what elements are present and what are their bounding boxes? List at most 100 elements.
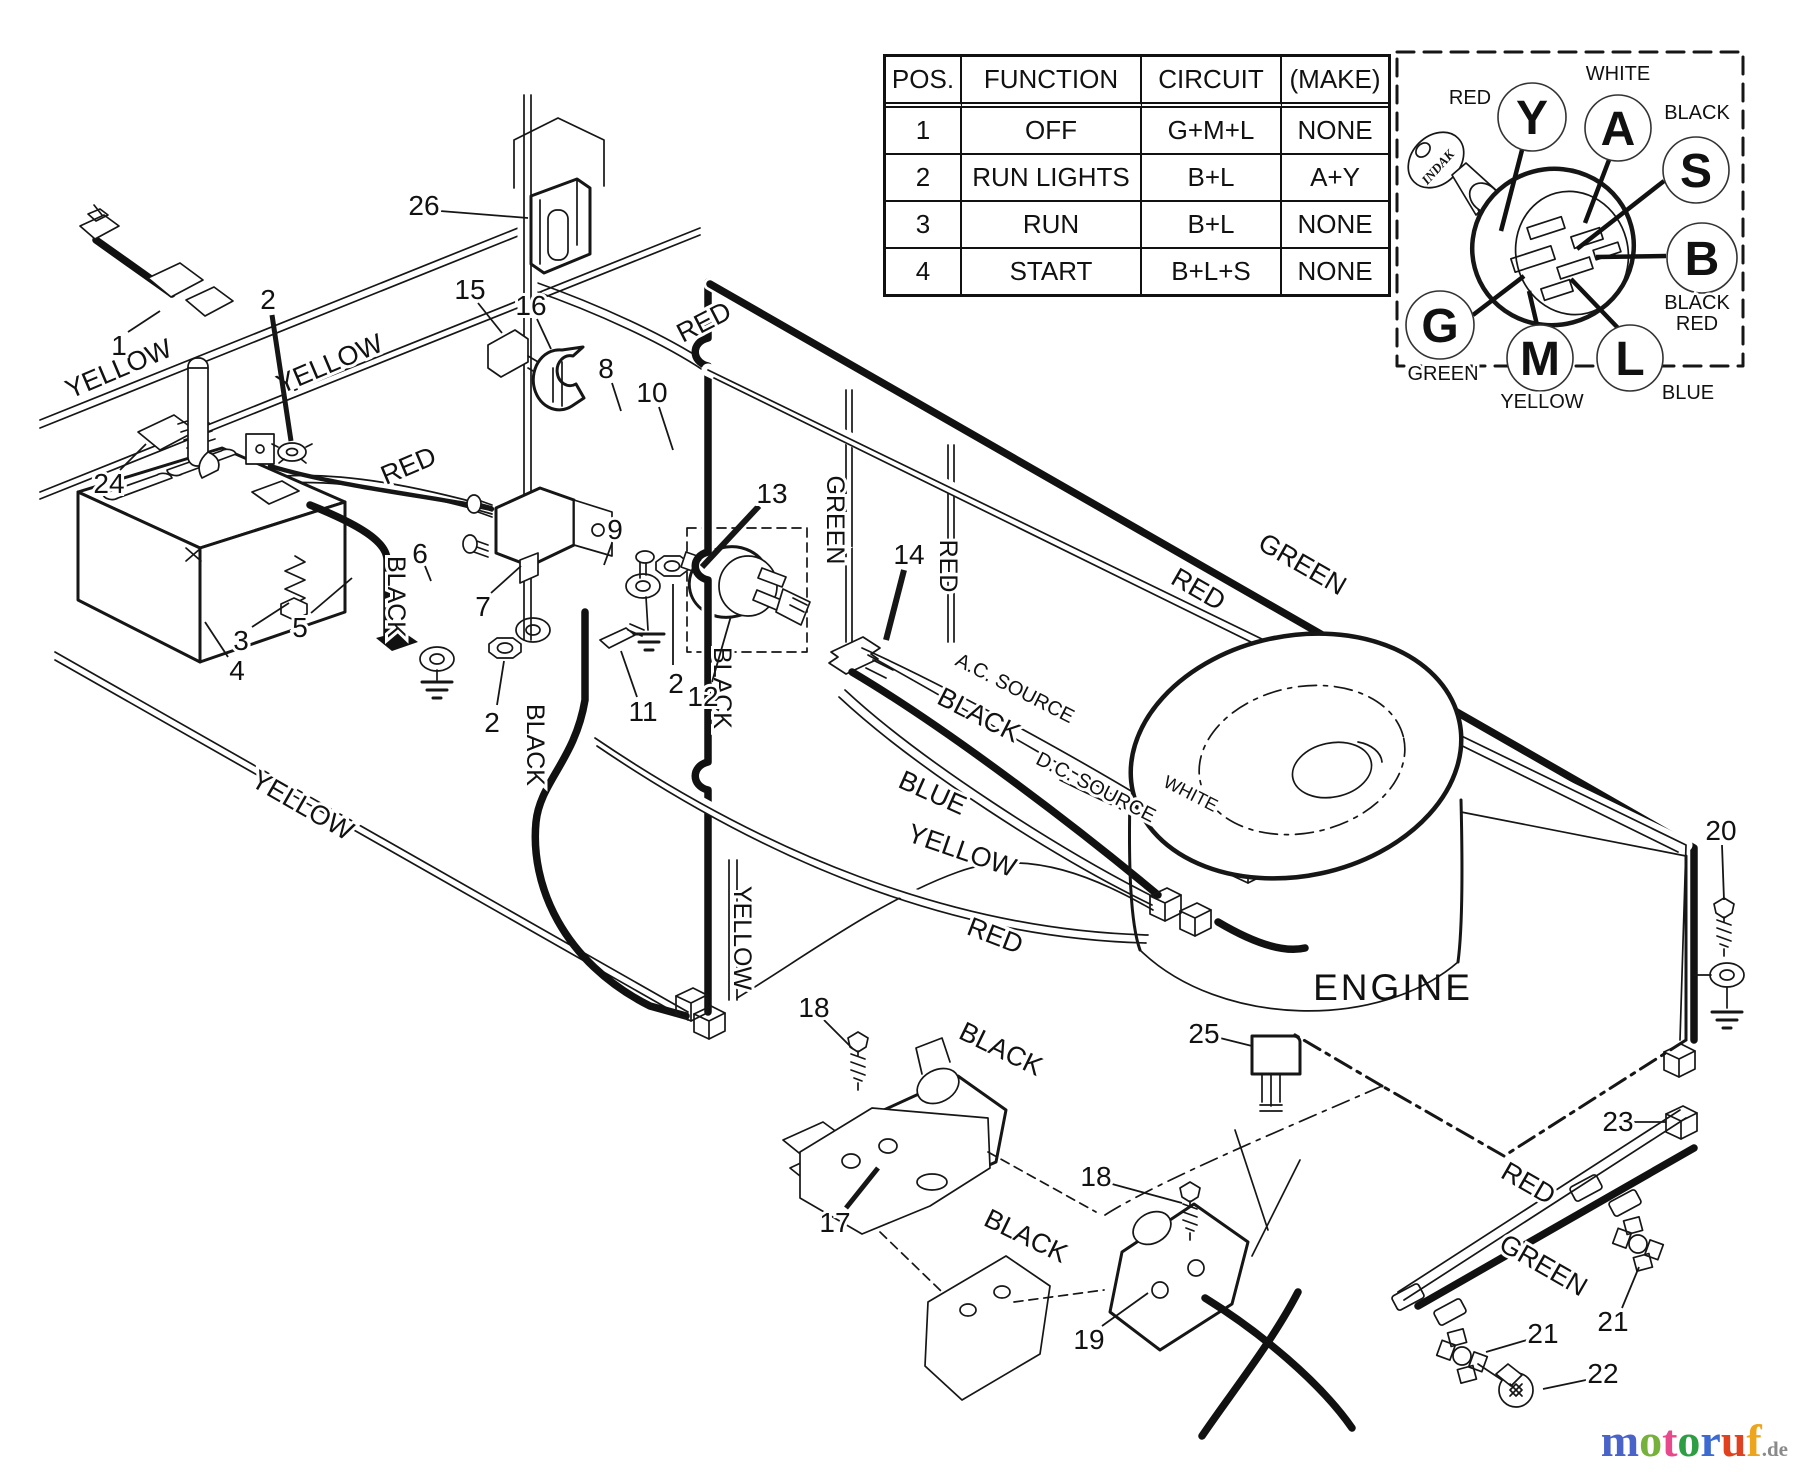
callout-leader xyxy=(823,1019,854,1050)
terminal-leader xyxy=(1498,149,1525,232)
part-number-25: 25 xyxy=(1188,1018,1219,1049)
part-number-9: 9 xyxy=(607,514,623,545)
terminal-circle-B xyxy=(1666,222,1738,294)
terminal-letter-S: S xyxy=(1680,145,1712,198)
callout-leader xyxy=(490,565,522,594)
callout-leader xyxy=(1485,1339,1528,1353)
module-26 xyxy=(513,117,605,275)
terminal-wire-label: GREEN xyxy=(1407,363,1478,385)
terminal-wire-label: BLACK xyxy=(1664,292,1730,314)
callout-leader xyxy=(611,382,622,412)
table-data-cell: B+L xyxy=(1142,155,1282,202)
table-data-cell: START xyxy=(962,249,1142,294)
wire-color-label: GREEN xyxy=(1494,1228,1592,1302)
table-data-cell: OFF xyxy=(962,108,1142,155)
part-number-20: 20 xyxy=(1705,815,1736,846)
part-number-1: 1 xyxy=(111,330,127,361)
wire-color-label: YELLOW xyxy=(272,328,388,400)
terminal-leader xyxy=(1582,159,1612,224)
logo-letter: o xyxy=(1639,1415,1663,1466)
table-data-cell: NONE xyxy=(1282,108,1388,155)
screw-18a xyxy=(847,1031,869,1091)
callout-leader xyxy=(204,621,229,658)
table-data-cell: RUN xyxy=(962,202,1142,249)
table-header-cell: (MAKE) xyxy=(1282,57,1388,108)
part-number-19: 19 xyxy=(1073,1324,1104,1355)
part-number-7: 7 xyxy=(475,591,491,622)
logo-letter: u xyxy=(1720,1415,1747,1466)
callout-leader xyxy=(1101,1292,1149,1327)
wire-color-label: BLACK xyxy=(708,647,736,729)
part-number-2: 2 xyxy=(668,668,684,699)
solenoid-hardware xyxy=(488,550,689,659)
part-number-12: 12 xyxy=(687,681,718,712)
part-number-15: 15 xyxy=(454,274,485,305)
callout-leader xyxy=(1219,1037,1253,1047)
table-data-cell: NONE xyxy=(1282,202,1388,249)
terminal-wire-label: BLUE xyxy=(1662,382,1714,404)
logo-letter: o xyxy=(1677,1415,1701,1466)
logo-suffix: .de xyxy=(1761,1437,1788,1461)
brake-switch-19 xyxy=(1108,1129,1356,1440)
black-cable-lower xyxy=(531,608,690,1020)
wire-color-label: BLACK xyxy=(980,1203,1073,1269)
part-number-4: 4 xyxy=(229,655,245,686)
part-number-26: 26 xyxy=(408,190,439,221)
callout-leader xyxy=(1111,1183,1183,1204)
wire-color-label: BLACK xyxy=(955,1016,1048,1082)
part-number-2: 2 xyxy=(260,284,276,315)
engine-connector-lower-b xyxy=(1179,902,1212,937)
terminal-letter-B: B xyxy=(1685,233,1720,286)
callout-leader xyxy=(119,443,147,471)
part-number-14: 14 xyxy=(893,539,924,570)
ignition-switch-12 xyxy=(680,527,811,653)
wire-color-label: RED xyxy=(376,441,440,491)
terminal-wire-label: RED xyxy=(1676,313,1718,335)
callout-leader xyxy=(496,660,505,706)
wire-color-label: BLACK xyxy=(382,556,410,638)
table-data-cell: 3 xyxy=(886,202,962,249)
callout-leader xyxy=(603,542,613,566)
table-data-cell: A+Y xyxy=(1282,155,1388,202)
part-number-18: 18 xyxy=(798,992,829,1023)
engine-black-jumper xyxy=(1214,918,1309,954)
part-number-21: 21 xyxy=(1597,1306,1628,1337)
terminal-letter-L: L xyxy=(1615,333,1644,386)
wire-color-label: RED xyxy=(934,540,962,593)
terminal-circle-M xyxy=(1506,324,1574,392)
callout-leader xyxy=(883,569,907,641)
logo-letter: f xyxy=(1746,1415,1762,1466)
callout-leader xyxy=(251,602,290,628)
callout-leader xyxy=(127,310,161,333)
green-red-diagonal xyxy=(701,277,1701,1044)
wire-color-label: YELLOW xyxy=(904,818,1021,883)
yellow-harness-runs xyxy=(39,225,701,1021)
terminal-circle-S xyxy=(1662,136,1730,204)
table-data-cell: G+M+L xyxy=(1142,108,1282,155)
diode-25 xyxy=(1250,1034,1302,1112)
table-data-cell: 1 xyxy=(886,108,962,155)
terminal-leader xyxy=(1595,253,1667,260)
wire-color-label: GREEN xyxy=(821,476,849,565)
part-number-22: 22 xyxy=(1587,1358,1618,1389)
table-header-cell: CIRCUIT xyxy=(1142,57,1282,108)
terminal-leader xyxy=(1575,179,1666,251)
terminal-leader xyxy=(1569,277,1620,330)
callout-leader xyxy=(477,302,503,334)
part-number-8: 8 xyxy=(598,353,614,384)
part-number-10: 10 xyxy=(636,377,667,408)
callout-leader xyxy=(269,314,294,442)
terminal-wire-label: WHITE xyxy=(1586,63,1650,85)
terminal-circle-G xyxy=(1405,290,1475,360)
wire-color-label: YELLOW xyxy=(246,764,359,847)
callout-leader xyxy=(844,1166,880,1210)
part-number-11: 11 xyxy=(628,696,657,727)
main-harness-verticals xyxy=(691,275,955,1019)
callout-leader xyxy=(620,650,638,698)
callout-leader xyxy=(424,565,432,582)
part-number-2: 2 xyxy=(484,707,500,738)
callout-leader xyxy=(1542,1379,1587,1390)
